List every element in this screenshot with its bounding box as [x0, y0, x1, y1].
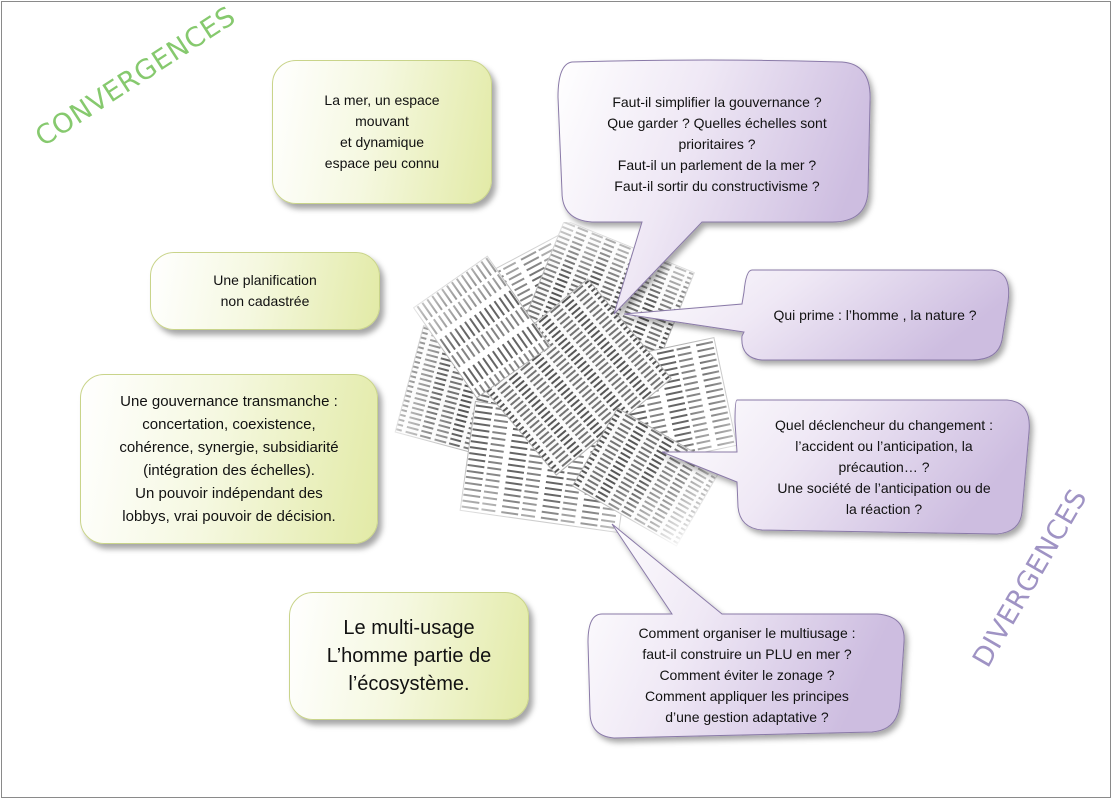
convergence-box-2-text: Une planification non cadastrée — [213, 272, 317, 309]
convergence-box-2: Une planification non cadastrée — [150, 252, 380, 330]
divergence-text-1: Faut-il simplifier la gouvernance ? Que … — [567, 74, 867, 214]
divergence-3-line-2: l’accident ou l’anticipation, la — [795, 437, 973, 454]
divergence-2-line-1: Qui prime : l’homme , la nature ? — [773, 306, 977, 323]
divergence-4-line-4: Comment appliquer les principes — [645, 687, 849, 704]
divergence-text-3: Quel déclencheur du changement : l’accid… — [740, 406, 1028, 528]
divergence-bubble-4 — [587, 523, 905, 739]
convergence-box-1: La mer, un espace mouvant et dynamique e… — [272, 60, 492, 204]
divergence-1-line-5: Faut-il sortir du constructivisme ? — [614, 177, 820, 194]
divergence-bubble-3 — [661, 399, 1030, 535]
divergence-4-line-2: faut-il construire un PLU en mer ? — [642, 645, 852, 662]
newspaper-collage-image — [387, 222, 757, 552]
divergence-1-line-2: Que garder ? Quelles échelles sont — [607, 114, 827, 131]
divergence-4-line-3: Comment éviter le zonage ? — [659, 666, 835, 683]
divergence-3-line-1: Quel déclencheur du changement : — [775, 416, 993, 433]
convergence-box-3-text: Une gouvernance transmanche : concertati… — [119, 393, 339, 525]
divergence-bubble-1 — [557, 59, 871, 315]
divergence-1-line-1: Faut-il simplifier la gouvernance ? — [612, 93, 822, 110]
divergence-1-line-4: Faut-il un parlement de la mer ? — [617, 156, 817, 173]
divergence-3-line-3: précaution… ? — [838, 458, 930, 475]
divergence-text-4: Comment organiser le multiusage : faut-i… — [592, 618, 902, 732]
divergence-4-line-1: Comment organiser le multiusage : — [638, 624, 856, 641]
convergence-box-1-text: La mer, un espace mouvant et dynamique e… — [324, 92, 440, 171]
divergence-4-line-5: d’une gestion adaptative ? — [665, 708, 829, 725]
convergence-box-3: Une gouvernance transmanche : concertati… — [80, 374, 378, 544]
divergence-text-2: Qui prime : l’homme , la nature ? — [744, 274, 1006, 356]
convergence-box-4-text: Le multi-usage L’homme partie de l’écosy… — [326, 617, 492, 695]
divergence-bubble-2 — [623, 269, 1010, 361]
divergence-1-line-3: prioritaires ? — [678, 135, 756, 152]
divergence-3-line-4: Une société de l’anticipation ou de — [777, 479, 991, 496]
divergence-3-line-5: la réaction ? — [845, 500, 923, 517]
convergence-box-4: Le multi-usage L’homme partie de l’écosy… — [289, 592, 529, 720]
